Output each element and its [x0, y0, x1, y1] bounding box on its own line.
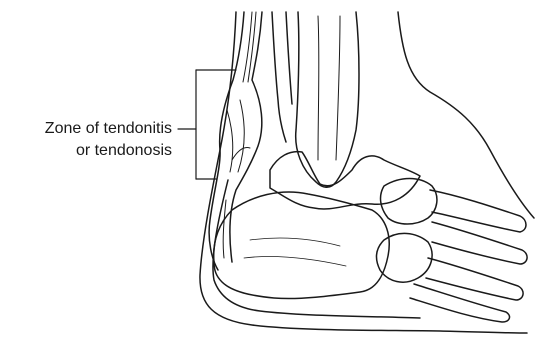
metatarsal [432, 222, 527, 264]
tendon-fiber [223, 200, 226, 258]
tendon-fiber [243, 12, 252, 82]
tibia-outline [296, 12, 359, 187]
tendon-fiber [238, 100, 244, 172]
calcaneus-texture [250, 238, 340, 246]
calcaneus [214, 192, 390, 299]
tendon-back-edge [209, 12, 244, 270]
fibula-outline [286, 12, 292, 104]
navicular [381, 179, 437, 225]
metatarsal [410, 284, 509, 322]
callout-label-line1: Zone of tendonitis [45, 119, 172, 139]
metatarsal [426, 258, 523, 300]
tendon-front-edge [230, 12, 262, 262]
cuboid [377, 233, 433, 282]
tibia-inner-line [318, 16, 319, 160]
skin-outline [200, 12, 534, 333]
tibia [296, 12, 359, 187]
callout-label-line2: or tendonosis [76, 141, 172, 161]
fibula-outline [272, 12, 286, 142]
fibula [272, 12, 292, 142]
skin-front-outline [398, 12, 534, 218]
metatarsals [410, 190, 527, 322]
tendon-fiber [248, 12, 256, 82]
skin-back-outline [200, 12, 527, 333]
tendon-fiber [232, 148, 250, 161]
tibia-inner-line [336, 16, 340, 160]
tendon-fiber [227, 110, 233, 172]
callout-bracket [178, 70, 236, 179]
calcaneus-texture [244, 256, 346, 266]
